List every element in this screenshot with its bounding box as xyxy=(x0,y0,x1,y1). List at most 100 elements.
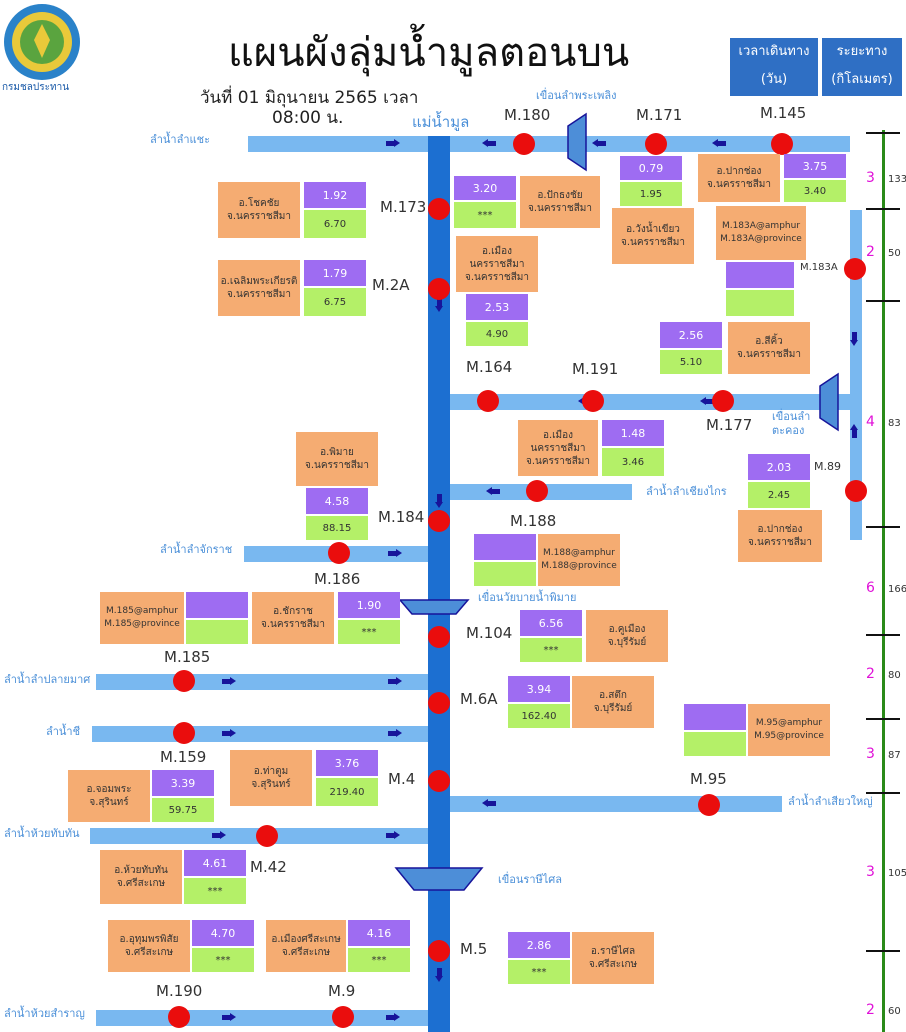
station-m185-label: M.185 xyxy=(164,648,211,666)
place-box-m185: M.185@amphur M.185@province xyxy=(100,592,184,644)
station-m171[interactable] xyxy=(645,133,667,155)
station-m183a[interactable] xyxy=(844,258,866,280)
station-m104-label: M.104 xyxy=(466,624,513,642)
station-m186[interactable] xyxy=(328,542,350,564)
scale-days: 2 xyxy=(866,244,875,260)
river-plaimat xyxy=(96,674,428,690)
station-m184[interactable] xyxy=(428,510,450,532)
place-box-m5-a: อ.อุทุมพรพิสัย จ.ศรีสะเกษ xyxy=(108,920,190,972)
station-m164[interactable] xyxy=(477,390,499,412)
place-box-m184: อ.พิมาย จ.นครราชสีมา xyxy=(296,432,378,486)
main-river-label: แม่น้ำมูล xyxy=(412,113,470,131)
station-m5-label: M.5 xyxy=(460,940,488,958)
station-m5[interactable] xyxy=(428,940,450,962)
station-m145[interactable] xyxy=(771,133,793,155)
station-m9[interactable] xyxy=(332,1006,354,1028)
flow-box-m5: *** xyxy=(508,960,570,984)
scale-days: 2 xyxy=(866,666,875,682)
station-m177[interactable] xyxy=(712,390,734,412)
scale-tick xyxy=(866,208,900,210)
flow-arrow xyxy=(435,968,444,982)
station-m42-label: M.42 xyxy=(250,858,287,876)
station-m177-label: M.177 xyxy=(706,416,753,434)
flow-box-m5-a: *** xyxy=(192,948,254,972)
station-m89[interactable] xyxy=(845,480,867,502)
place-box-m42: อ.ห้วยทับทัน จ.ศรีสะเกษ xyxy=(100,850,182,904)
flow-box-m145: 3.40 xyxy=(784,180,846,202)
station-m191[interactable] xyxy=(582,390,604,412)
river-chi-label: ลำน้ำชี xyxy=(46,725,81,738)
level-box-m185 xyxy=(186,592,248,618)
station-m42[interactable] xyxy=(256,825,278,847)
station-m190[interactable] xyxy=(168,1006,190,1028)
station-m6a[interactable] xyxy=(428,692,450,714)
station-m188[interactable] xyxy=(526,480,548,502)
level-box-m6a: 3.94 xyxy=(508,676,570,702)
level-box-m164: 1.48 xyxy=(602,420,664,446)
station-m4[interactable] xyxy=(428,770,450,792)
station-m180-label: M.180 xyxy=(504,106,551,124)
station-m180[interactable] xyxy=(513,133,535,155)
place-box-m104: อ.คูเมือง จ.บุรีรัมย์ xyxy=(586,610,668,662)
station-m173[interactable] xyxy=(428,198,450,220)
main-river-mun xyxy=(428,136,450,1032)
level-box-m5: 2.86 xyxy=(508,932,570,958)
distance-scale-line xyxy=(882,130,885,1032)
flow-arrow xyxy=(388,729,402,738)
place-box-m173-left: อ.โชคชัย จ.นครราชสีมา xyxy=(218,182,300,238)
scale-days: 3 xyxy=(866,864,875,880)
flow-box-m42: *** xyxy=(184,878,246,904)
place-box-m95: M.95@amphur M.95@province xyxy=(748,704,830,756)
scale-km: 80 xyxy=(888,670,901,681)
phimai-weir-label: เขื่อนวัยบายน้ำพิมาย xyxy=(478,591,577,604)
flow-box-m188 xyxy=(474,562,536,586)
scale-days: 4 xyxy=(866,414,875,430)
level-box-m42: 4.61 xyxy=(184,850,246,876)
level-box-m89: 2.03 xyxy=(748,454,810,480)
flow-arrow xyxy=(388,549,402,558)
station-m2a[interactable] xyxy=(428,278,450,300)
page-title: แผนผังลุ่มน้ำมูลตอนบน xyxy=(228,30,630,76)
flow-box-m184: 88.15 xyxy=(306,516,368,540)
station-m186-label: M.186 xyxy=(314,570,361,588)
rasisalai-dam-label: เขื่อนราษีไศล xyxy=(498,873,562,886)
river-takhong xyxy=(450,394,850,410)
flow-arrow xyxy=(712,139,726,148)
flow-box-m183a xyxy=(726,290,794,316)
flow-box-m173-left: 6.70 xyxy=(304,210,366,238)
station-m185[interactable] xyxy=(173,670,195,692)
level-box-m145: 3.75 xyxy=(784,154,846,178)
river-chakkarat-label: ลำน้ำลำจักราช xyxy=(160,543,233,556)
logo: กรมชลประทาน xyxy=(2,2,82,94)
flow-box-m2a-left: 6.75 xyxy=(304,288,366,316)
flow-arrow xyxy=(700,397,714,406)
flow-arrow xyxy=(388,677,402,686)
scale-days: 6 xyxy=(866,580,875,596)
level-box-m186: 1.90 xyxy=(338,592,400,618)
rasisalai-dam-icon xyxy=(394,867,484,891)
scale-tick xyxy=(866,792,900,794)
station-m191-label: M.191 xyxy=(572,360,619,378)
flow-arrow xyxy=(850,332,859,346)
flow-arrow xyxy=(386,139,400,148)
flow-arrow xyxy=(222,677,236,686)
river-lamsae-label: ลำน้ำลำแชะ xyxy=(150,133,210,146)
level-box-m177: 2.56 xyxy=(660,322,722,348)
station-m95[interactable] xyxy=(698,794,720,816)
level-box-m183a xyxy=(726,262,794,288)
flow-arrow xyxy=(486,487,500,496)
river-huaythapthan-label: ลำน้ำห้วยทับทัน xyxy=(4,827,80,840)
river-siaoyai-label: ลำน้ำลำเสียวใหญ่ xyxy=(788,795,873,808)
distance-header: ระยะทาง(กิโลเมตร) xyxy=(822,38,902,96)
flow-box-m2a: 4.90 xyxy=(466,322,528,346)
level-box-m171: 0.79 xyxy=(620,156,682,180)
date-line: วันที่ 01 มิถุนายน 2565 เวลา xyxy=(200,88,419,108)
station-chi[interactable] xyxy=(173,722,195,744)
time-line: 08:00 น. xyxy=(272,108,344,128)
flow-arrow xyxy=(850,424,859,438)
flow-box-m173: *** xyxy=(454,202,516,228)
level-box-m188 xyxy=(474,534,536,560)
station-m104[interactable] xyxy=(428,626,450,648)
place-box-m89: อ.ปากช่อง จ.นครราชสีมา xyxy=(738,510,822,562)
flow-box-m177: 5.10 xyxy=(660,350,722,374)
